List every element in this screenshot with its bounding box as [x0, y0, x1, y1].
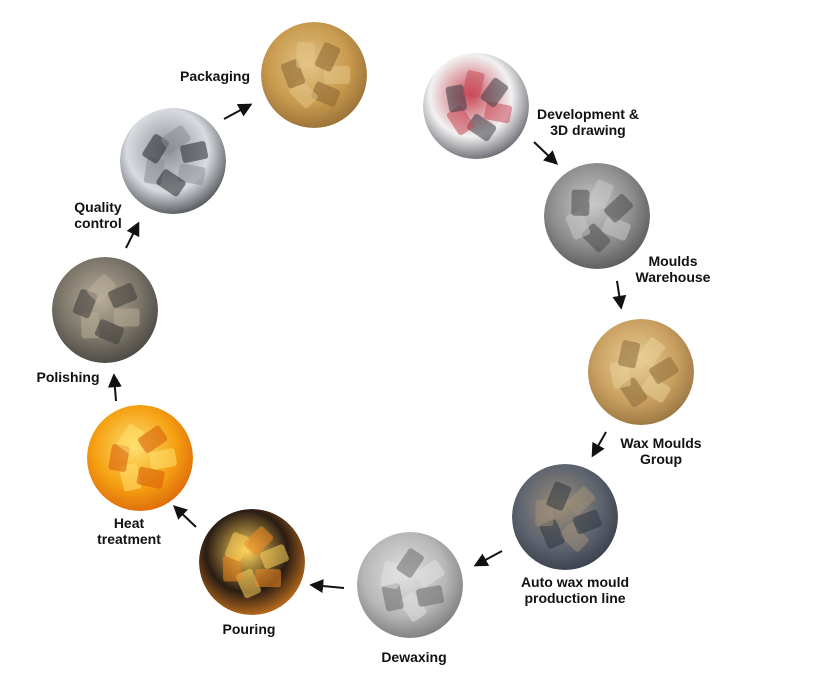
grinding-worker-photo: [52, 257, 158, 363]
step-label-line: Group: [640, 451, 682, 467]
mould-shelves-photo: [544, 163, 650, 269]
step-label-line: Wax Moulds: [620, 435, 701, 451]
step-label-line: production line: [524, 590, 625, 606]
inspection-photo: [120, 108, 226, 214]
step-label-line: treatment: [97, 531, 161, 547]
production-line-photo: [512, 464, 618, 570]
stacked-castings-photo: [261, 22, 367, 128]
step-label-line: control: [74, 215, 121, 231]
step-label-line: 3D drawing: [550, 122, 625, 138]
arrow-wax-group-to-auto-wax: [591, 431, 607, 458]
step-label-development: Development &3D drawing: [537, 106, 639, 138]
step-label-line: Moulds: [649, 253, 698, 269]
arrow-heat-to-polishing: [107, 373, 122, 402]
step-label-polishing: Polishing: [37, 369, 100, 385]
arrow-moulds-to-wax-group: [612, 280, 627, 310]
arrow-pouring-to-heat: [172, 505, 197, 528]
furnace-photo: [87, 405, 193, 511]
step-label-line: Quality: [74, 199, 122, 215]
step-label-line: Auto wax mould: [521, 574, 629, 590]
arrow-development-to-moulds: [533, 141, 559, 165]
step-label-packaging: Packaging: [180, 68, 250, 84]
molten-metal-photo: [199, 509, 305, 615]
step-label-line: Warehouse: [636, 269, 711, 285]
shell-moulds-photo: [357, 532, 463, 638]
arrow-packaging-to-development: [223, 103, 253, 120]
arrow-dewaxing-to-pouring: [309, 579, 345, 594]
step-label-line: Heat: [114, 515, 145, 531]
step-label-line: Polishing: [37, 369, 100, 385]
wax-patterns-photo: [588, 319, 694, 425]
step-label-dewaxing: Dewaxing: [381, 649, 446, 665]
step-label-line: Pouring: [223, 621, 276, 637]
step-label-line: Dewaxing: [381, 649, 446, 665]
arrow-polishing-to-quality: [125, 221, 140, 249]
step-label-pouring: Pouring: [223, 621, 276, 637]
cad-workstation-photo: [423, 53, 529, 159]
step-label-line: Development &: [537, 106, 639, 122]
step-label-line: Packaging: [180, 68, 250, 84]
arrow-auto-wax-to-dewaxing: [473, 550, 503, 567]
